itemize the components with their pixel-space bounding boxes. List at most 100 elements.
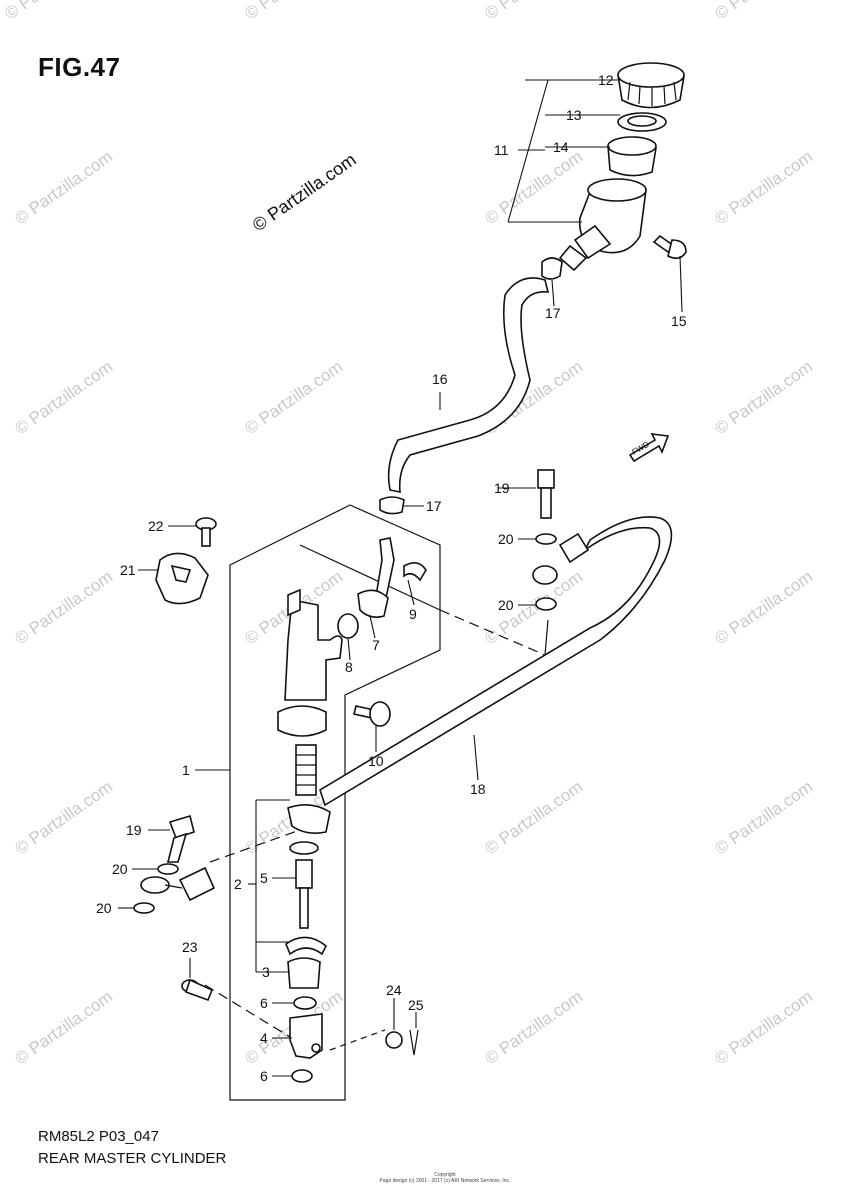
reservoir-cap	[617, 62, 685, 109]
callout: 20	[96, 900, 112, 916]
reservoir-body	[558, 178, 647, 272]
callout: 24	[386, 982, 402, 998]
watermark: © Partzilla.com	[11, 357, 116, 438]
watermark: © Partzilla.com	[481, 777, 586, 858]
forward-arrow-icon: FWD	[628, 433, 670, 463]
callout: 12	[598, 72, 614, 88]
brake-hose	[319, 516, 673, 807]
watermark: © Partzilla.com	[711, 357, 816, 438]
reservoir-hose	[387, 277, 550, 493]
piston-spring	[295, 744, 317, 796]
plate	[617, 112, 667, 132]
callout: 2	[234, 876, 242, 892]
watermark-prominent: © Partzilla.com	[249, 149, 360, 235]
gasket	[535, 597, 557, 611]
watermark: © Partzilla.com	[711, 987, 816, 1068]
callout: 8	[345, 659, 353, 675]
callout: 17	[545, 305, 561, 321]
watermark: © Partzilla.com	[11, 147, 116, 228]
callout: 9	[409, 606, 417, 622]
callout: 21	[120, 562, 136, 578]
callout: 1	[182, 762, 190, 778]
callout: 3	[262, 964, 270, 980]
clevis	[289, 1013, 323, 1059]
lock-nut	[293, 996, 317, 1010]
guide-line	[299, 544, 441, 611]
clevis-pin	[181, 978, 214, 1002]
watermark: © Partzilla.com	[711, 0, 816, 23]
guide-line	[204, 984, 296, 1041]
callout: 4	[260, 1030, 268, 1046]
watermark: © Partzilla.com	[11, 567, 116, 648]
figure-title: FIG.47	[38, 52, 121, 82]
cotter-pin	[409, 1029, 419, 1056]
callout: 7	[372, 637, 380, 653]
watermark: © Partzilla.com	[711, 777, 816, 858]
union-bolt	[166, 814, 195, 863]
gasket	[157, 863, 179, 875]
diagram-name: REAR MASTER CYLINDER	[38, 1150, 227, 1167]
leader-lines	[118, 79, 683, 1077]
diaphragm	[607, 136, 657, 177]
circlip	[403, 562, 427, 582]
mounting-bolt	[353, 701, 391, 727]
callout: 17	[426, 498, 442, 514]
guide-line	[544, 619, 549, 656]
callout: 5	[260, 870, 268, 886]
callout: 18	[470, 781, 486, 797]
callout-labels: 12 13 14 11 15 17 16 17 19 20 20 22 21 9…	[96, 72, 687, 1084]
hose-clamp	[541, 257, 563, 280]
hose-end-fitting	[532, 532, 590, 585]
boot	[287, 957, 321, 989]
gasket	[535, 533, 557, 545]
snap-ring	[285, 936, 328, 956]
watermark: © Partzilla.com	[481, 0, 586, 23]
gasket	[133, 902, 155, 914]
reservoir-bolt	[652, 234, 687, 260]
callout: 6	[260, 1068, 268, 1084]
callout: 19	[126, 822, 142, 838]
watermark: © Partzilla.com	[241, 357, 346, 438]
piston-cup	[287, 804, 331, 855]
washer	[385, 1031, 403, 1049]
guide-line	[329, 1029, 386, 1051]
guide-line	[439, 609, 546, 656]
watermark: © Partzilla.com	[481, 987, 586, 1068]
callout: 25	[408, 997, 424, 1013]
guard-bolt	[195, 517, 217, 547]
callout: 13	[566, 107, 582, 123]
hose-end-fitting	[140, 866, 216, 902]
callout: 20	[112, 861, 128, 877]
callout: 23	[182, 939, 198, 955]
watermark: © Partzilla.com	[11, 777, 116, 858]
watermark: © Partzilla.com	[11, 987, 116, 1068]
diagram-code: RM85L2 P03_047	[38, 1128, 159, 1145]
copyright-notice: Copyright Page design (c) 2001 - 2017 (c…	[379, 1172, 511, 1184]
watermark: © Partzilla.com	[481, 147, 586, 228]
o-ring	[337, 613, 359, 639]
callout: 15	[671, 313, 687, 329]
callout: 10	[368, 753, 384, 769]
watermark: © Partzilla.com	[711, 147, 816, 228]
hose-joint	[357, 537, 395, 618]
callout: 22	[148, 518, 164, 534]
assembly-outline	[229, 504, 441, 1101]
guard	[155, 552, 209, 605]
callout: 20	[498, 597, 514, 613]
master-cylinder-body	[277, 588, 343, 737]
watermark: © Partzilla.com	[241, 0, 346, 23]
watermark: © Partzilla.com	[1, 0, 106, 23]
callout: 6	[260, 995, 268, 1011]
watermark: © Partzilla.com	[711, 567, 816, 648]
union-bolt	[537, 469, 555, 519]
lock-nut	[291, 1069, 313, 1083]
callout: 16	[432, 371, 448, 387]
callout: 19	[494, 480, 510, 496]
hose-clamp	[379, 496, 405, 515]
push-rod	[295, 859, 313, 929]
callout: 14	[553, 139, 569, 155]
callout: 20	[498, 531, 514, 547]
callout: 11	[494, 142, 509, 158]
